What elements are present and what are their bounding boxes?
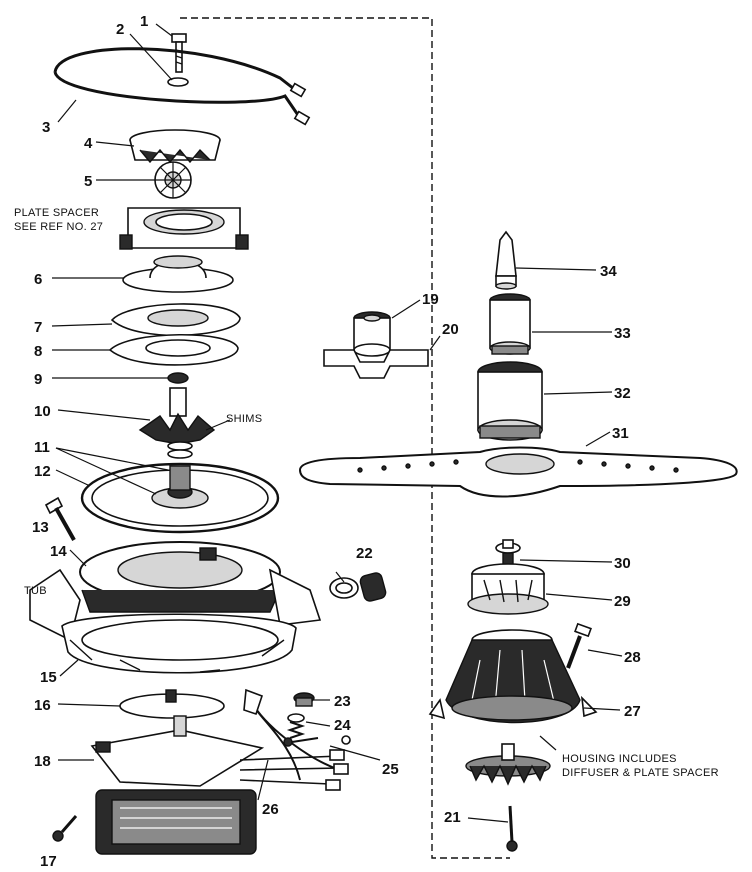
label-23: 23 — [334, 693, 351, 710]
label-33: 33 — [614, 325, 631, 342]
label-17: 17 — [40, 853, 57, 870]
part-31-spray-arm — [298, 446, 738, 498]
part-32-lower-tube — [477, 361, 543, 441]
part-15-mounting-ring — [61, 613, 297, 674]
part-27-housing — [428, 629, 598, 724]
part-9-seal — [167, 372, 189, 384]
part-6-pump-cover — [122, 255, 234, 293]
label-7: 7 — [34, 319, 42, 336]
part-10-impeller — [138, 387, 216, 445]
label-18: 18 — [34, 753, 51, 770]
note-plate-spacer-2: SEE REF NO. 27 — [14, 221, 103, 233]
note-tub: TUB — [24, 585, 47, 597]
label-5: 5 — [84, 173, 92, 190]
part-20-bracket — [323, 349, 429, 379]
label-14: 14 — [50, 543, 67, 560]
part-17-screw — [52, 815, 78, 842]
note-housing-1: HOUSING INCLUDES — [562, 753, 677, 765]
note-shims: SHIMS — [226, 413, 262, 425]
part-19-bearing — [353, 311, 391, 357]
part-29-diffuser — [467, 563, 549, 615]
part-21-screw — [506, 805, 518, 852]
assembly-guide-line — [180, 17, 510, 859]
label-29: 29 — [614, 593, 631, 610]
label-11: 11 — [34, 439, 50, 456]
part-28-bolt — [566, 622, 592, 669]
label-12: 12 — [34, 463, 51, 480]
shims — [167, 441, 193, 459]
label-1: 1 — [140, 13, 148, 30]
label-30: 30 — [614, 555, 631, 572]
part-5-impeller — [154, 161, 192, 199]
label-3: 3 — [42, 119, 50, 136]
label-2: 2 — [116, 21, 124, 38]
part-7-plate — [110, 303, 241, 337]
note-housing-2: DIFFUSER & PLATE SPACER — [562, 767, 719, 779]
diagram-notes: PLATE SPACER SEE REF NO. 27 SHIMS TUB HO… — [14, 207, 719, 779]
filter-screen — [465, 743, 551, 786]
spray-arm-holes — [357, 459, 679, 473]
label-10: 10 — [34, 403, 51, 420]
part-23-grommet — [293, 692, 315, 707]
label-31: 31 — [612, 425, 629, 442]
label-15: 15 — [40, 669, 57, 686]
part-25-screw — [283, 735, 351, 747]
part-22-clamp — [329, 577, 359, 599]
part-18-motor — [90, 715, 265, 855]
note-plate-spacer-1: PLATE SPACER — [14, 207, 99, 219]
label-8: 8 — [34, 343, 42, 360]
label-25: 25 — [382, 761, 399, 778]
part-number-labels: 1 2 3 4 5 6 7 8 9 10 11 12 13 14 15 16 1… — [32, 13, 641, 870]
label-6: 6 — [34, 271, 42, 288]
part-33-upper-tube — [489, 293, 531, 355]
label-19: 19 — [422, 291, 439, 308]
part-8-gasket — [108, 333, 239, 366]
part-14-pump-base — [79, 541, 281, 613]
label-24: 24 — [334, 717, 351, 734]
plate-spacer — [119, 207, 249, 250]
label-34: 34 — [600, 263, 617, 280]
leader-lines — [51, 23, 623, 823]
part-24-spring — [286, 713, 306, 739]
label-9: 9 — [34, 371, 42, 388]
label-13: 13 — [32, 519, 49, 536]
label-22: 22 — [356, 545, 373, 562]
part-4-cover — [129, 129, 221, 164]
part-11-hub-seal — [151, 465, 209, 509]
label-20: 20 — [442, 321, 459, 338]
part-34-nozzle-tip — [495, 230, 517, 290]
part-26-wire-harness — [239, 688, 349, 791]
part-13-bolt — [44, 496, 76, 541]
part-22-grommet — [359, 572, 387, 602]
label-32: 32 — [614, 385, 631, 402]
part-2-washer — [167, 77, 189, 87]
label-16: 16 — [34, 697, 51, 714]
label-27: 27 — [624, 703, 641, 720]
label-26: 26 — [262, 801, 279, 818]
part-3-heater-element — [53, 47, 311, 126]
part-16-disc — [119, 689, 225, 719]
label-21: 21 — [444, 809, 461, 826]
part-30-cap — [495, 539, 521, 566]
label-28: 28 — [624, 649, 641, 666]
label-4: 4 — [84, 135, 93, 152]
